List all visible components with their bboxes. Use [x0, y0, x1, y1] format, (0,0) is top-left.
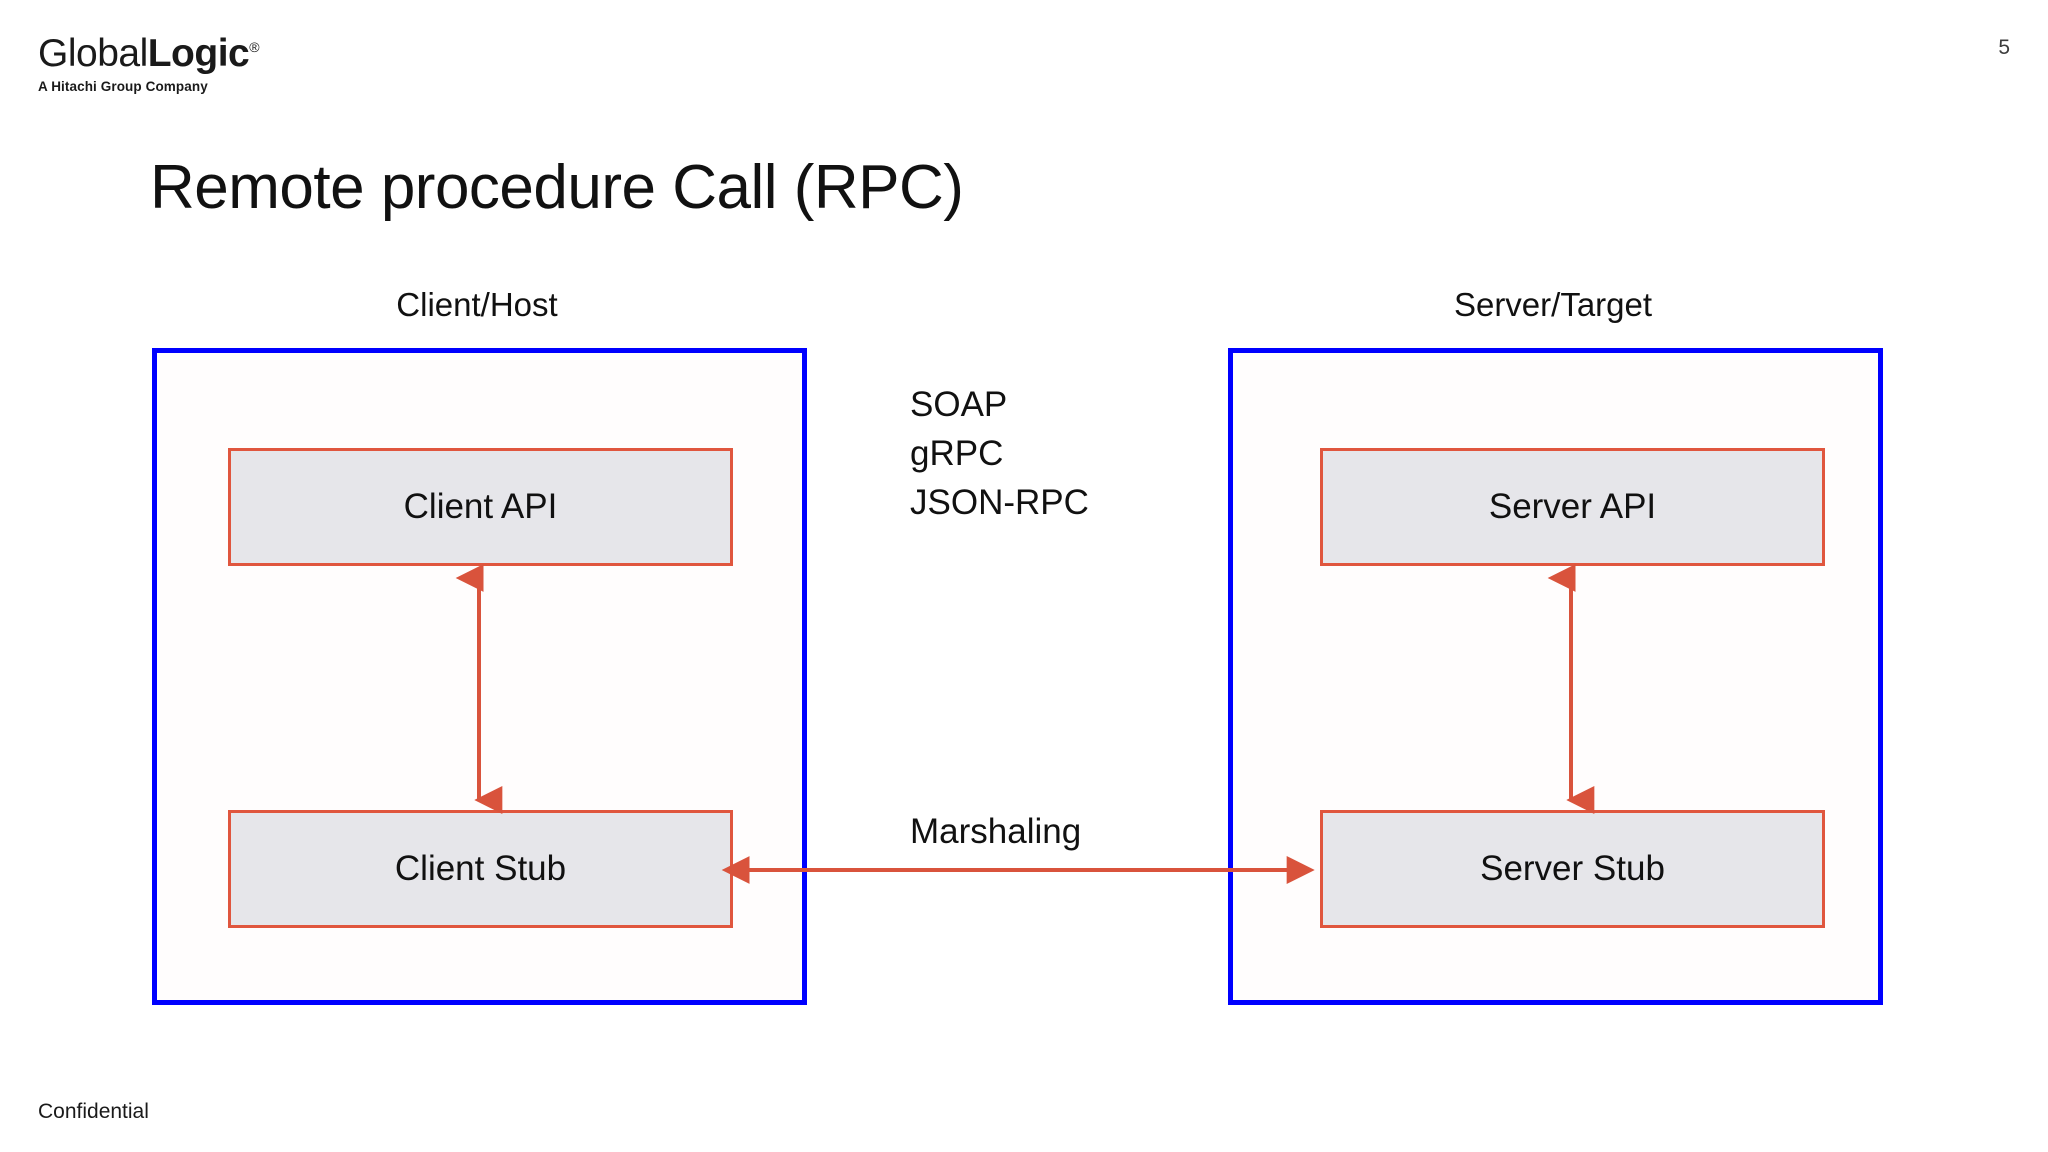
brand-name-bold: Logic	[147, 32, 250, 75]
globallogic-logo: GlobalLogic® A Hitachi Group Company	[38, 34, 328, 104]
confidentiality-footer: Confidential	[38, 1100, 149, 1123]
brand-name-light: Global	[38, 32, 148, 75]
protocol-item-jsonrpc: JSON-RPC	[910, 483, 1089, 522]
registered-trademark-icon: ®	[249, 39, 260, 55]
protocol-list: SOAP gRPC JSON-RPC	[910, 380, 1089, 527]
server-zone-caption: Server/Target	[1453, 286, 1653, 323]
server-stub-box: Server Stub	[1320, 810, 1825, 928]
brand-tagline: A Hitachi Group Company	[38, 79, 208, 94]
server-api-label: Server API	[1488, 487, 1657, 526]
protocol-item-soap: SOAP	[910, 385, 1008, 424]
marshaling-label: Marshaling	[910, 812, 1082, 851]
page-title: Remote procedure Call (RPC)	[150, 153, 964, 222]
client-api-label: Client API	[403, 487, 558, 526]
page-number: 5	[1998, 36, 2010, 59]
client-stub-label: Client Stub	[394, 849, 567, 888]
brand-wordmark: GlobalLogic®	[38, 34, 328, 73]
protocol-item-grpc: gRPC	[910, 434, 1004, 473]
server-stub-label: Server Stub	[1480, 849, 1665, 888]
client-stub-box: Client Stub	[228, 810, 733, 928]
client-api-box: Client API	[228, 448, 733, 566]
server-api-box: Server API	[1320, 448, 1825, 566]
client-zone-caption: Client/Host	[396, 286, 558, 323]
